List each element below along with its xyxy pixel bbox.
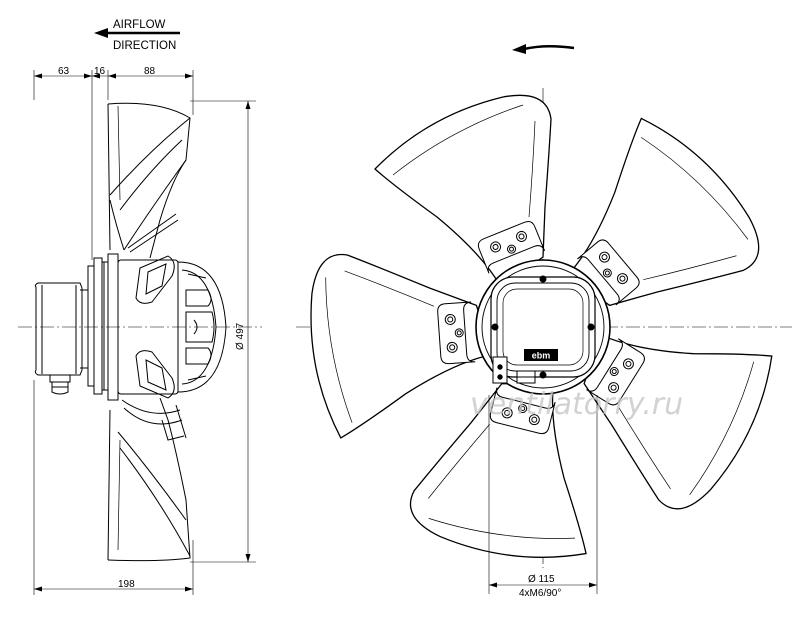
airflow-indicator: AIRFLOW DIRECTION xyxy=(94,19,180,52)
blade-mount-pad-5 xyxy=(437,301,476,365)
dim-63: 63 xyxy=(58,66,70,77)
side-view: 63 16 88 198 Ø 497 xyxy=(18,66,262,595)
airflow-label-line1: AIRFLOW xyxy=(113,19,166,31)
dim-mount-thread: 4xM6/90° xyxy=(519,588,561,599)
top-dimension-chain xyxy=(33,70,194,260)
cable-gland xyxy=(49,375,71,395)
blade-mount-pad-3 xyxy=(586,338,645,406)
brand-logo-text: ebm xyxy=(532,351,551,361)
dim-diameter-115: Ø 115 xyxy=(528,574,555,585)
rotor-hub xyxy=(177,261,227,393)
dim-diameter-497: Ø 497 xyxy=(235,322,246,350)
blade-mount-pad-2 xyxy=(577,239,640,306)
rotation-arrow xyxy=(512,44,575,54)
blade-mount-pad-4 xyxy=(489,387,556,435)
watermark: ventilatorry.ru xyxy=(470,387,683,422)
blade-side-lower xyxy=(107,397,191,562)
front-view: ebm Ø 115 4xM6/90° xyxy=(296,44,792,599)
brand-logo: ebm xyxy=(524,349,558,361)
rotation-arrowhead-icon xyxy=(512,44,526,54)
dim-16: 16 xyxy=(94,66,106,77)
hub xyxy=(475,259,611,395)
terminal-box xyxy=(34,282,89,376)
fan-blade-1 xyxy=(374,94,552,288)
dim-198: 198 xyxy=(118,579,135,590)
motor-flange xyxy=(87,253,179,401)
airflow-label-line2: DIRECTION xyxy=(113,40,176,52)
dim-88: 88 xyxy=(144,66,156,77)
blade-roots xyxy=(135,255,175,399)
hub-diameter-dimension xyxy=(488,395,598,594)
diameter-dimension xyxy=(190,100,256,563)
blade-side-upper xyxy=(107,102,191,259)
fan-blades xyxy=(310,94,773,558)
blade-mount-pad-1 xyxy=(477,220,546,274)
bottom-dimension xyxy=(33,380,194,595)
fan-blade-5 xyxy=(310,253,493,439)
airflow-arrowhead-icon xyxy=(94,28,108,38)
